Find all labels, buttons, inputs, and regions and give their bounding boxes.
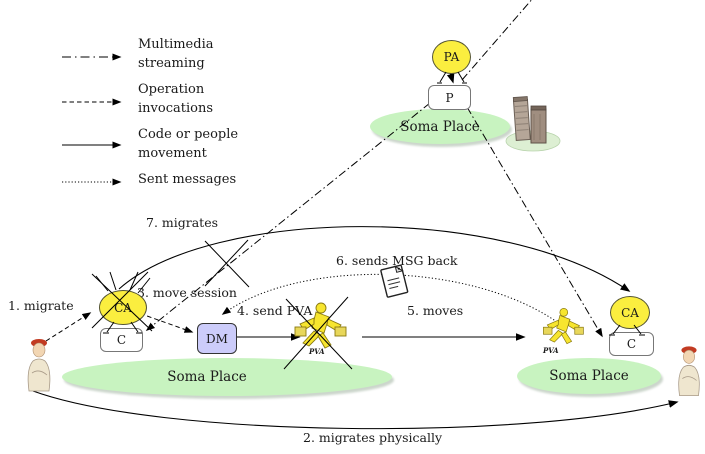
step-2-migrates-physically-label: 2. migrates physically [303,430,443,445]
node-c-left-label: C [116,333,127,347]
node-ca-left-label: CA [114,300,132,315]
buildings-icon [505,96,561,152]
node-ca-left: CA [99,290,147,325]
legend-label-line2: streaming [138,56,205,71]
legend-label-line1: Sent messages [138,172,237,187]
legend-item-code-or-people-movement: Code or people movement [138,125,238,163]
node-p: P [428,85,471,110]
node-c-left: C [100,328,143,352]
legend-label-line2: movement [138,146,207,161]
place-left-label: Soma Place [167,369,247,385]
place-right-label: Soma Place [549,368,629,384]
stream-pa-offscreen-line [461,0,533,81]
node-dm: DM [197,323,237,354]
legend-item-operation-invocations: Operation invocations [138,80,213,118]
step-3-move-session-label: 3. move session [137,285,237,300]
node-p-label: P [445,90,454,105]
node-ca-right: CA [610,296,650,329]
legend-label-line1: Operation [138,82,205,97]
legend-item-sent-messages: Sent messages [138,170,236,189]
person-right-icon [678,346,700,397]
step-1-migrate-label: 1. migrate [8,298,74,313]
node-dm-label: DM [206,331,228,346]
legend-label-line2: invocations [138,101,213,116]
pva-right-label: PVA [543,346,559,355]
step-5-moves-label: 5. moves [407,303,464,318]
legend-label-line1: Multimedia [138,37,214,52]
node-pa-label: PA [443,50,460,64]
message-note-icon [380,264,409,298]
step-7-migrates-label: 7. migrates [146,215,219,230]
place-left: Soma Place [62,358,392,396]
node-pa: PA [432,40,471,74]
legend-item-multimedia-streaming: Multimedia streaming [138,35,213,73]
migrates-physically-arc-line [32,390,679,430]
place-top-label: Soma Place [400,118,480,135]
place-right: Soma Place [517,358,661,394]
node-ca-right-label: CA [621,305,639,320]
person-left-icon [27,339,51,392]
place-top: Soma Place [370,109,510,144]
stream-cut-cross-icon [204,239,250,288]
node-c-right-label: C [626,337,637,351]
legend-label-line1: Code or people [138,127,239,142]
node-c-right: C [609,332,654,356]
pva-mid-label: PVA [309,347,325,356]
